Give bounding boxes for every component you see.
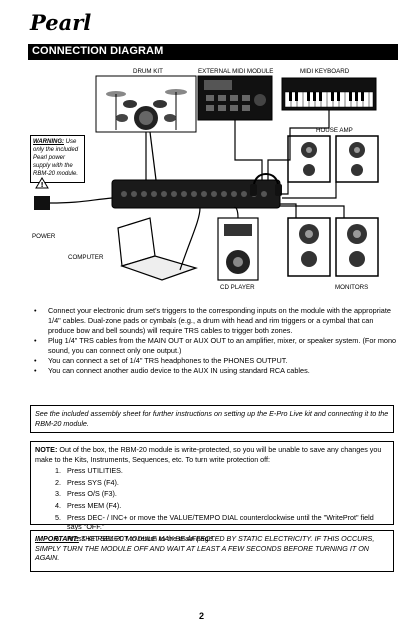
monitor-speakers [287,217,379,277]
warning-title: WARNING: [33,139,64,145]
warning-box: WARNING: Use only the included Pearl pow… [30,135,85,183]
assembly-note-box: See the included assembly sheet for furt… [30,405,394,433]
label-cd-player: CD PLAYER [220,284,255,291]
power-supply-illustration: ! [34,177,113,210]
bullet-item: Plug 1/4" TRS cables from the MAIN OUT o… [34,336,398,356]
warning-text: Use only the included Pearl power supply… [33,139,79,177]
connection-diagram: ! [34,75,379,281]
important-label: IMPORTANT: [35,534,79,543]
bullet-item: Connect your electronic drum set's trigg… [34,306,398,336]
midi-keyboard-illustration [281,77,377,111]
midi-module-illustration [197,75,273,121]
note-label: NOTE: [35,445,58,454]
laptop-illustration [117,207,201,281]
note-text: Out of the box, the RBM-20 module is wri… [35,445,382,464]
cd-player-illustration [217,206,259,281]
step-item: Press MEM (F4). [63,501,389,511]
section-title: CONNECTION DIAGRAM [32,45,164,57]
label-midi-module: EXTERNAL MIDI MODULE [198,68,274,75]
drum-kit-illustration [95,75,197,133]
label-midi-keyboard: MIDI KEYBOARD [300,68,350,75]
label-drum-kit: DRUM KIT [133,68,163,75]
label-house-amp: HOUSE AMP [316,127,353,134]
important-box: IMPORTANT: THE RBM-20 MODULE MAY BE AFFE… [30,530,394,572]
bullet-item: You can connect a set of 1/4" TRS headph… [34,356,398,366]
important-text: THE RBM-20 MODULE MAY BE AFFECTED BY STA… [35,534,375,563]
section-header-bar [28,44,398,60]
note-box: NOTE: Out of the box, the RBM-20 module … [30,441,394,543]
connection-instructions: Connect your electronic drum set's trigg… [28,306,398,376]
page-number: 2 [199,611,205,621]
headphones-illustration [250,173,282,196]
step-item: Press UTILITIES. [63,466,389,476]
label-computer: COMPUTER [68,254,104,261]
step-item: Press DEC- / INC+ or move the VALUE/TEMP… [63,513,389,532]
cables [145,110,345,218]
step-item: Press O/S (F3). [63,489,389,499]
step-item: Press SYS (F4). [63,478,389,488]
pearl-logo: Pearl [30,10,92,35]
house-amp-speakers [287,135,379,183]
assembly-note-text: See the included assembly sheet for furt… [35,409,389,428]
label-monitors: MONITORS [335,284,369,291]
svg-text:!: ! [41,181,44,189]
label-power: POWER [32,233,56,240]
write-protection-steps: Press UTILITIES. Press SYS (F4). Press O… [35,466,389,543]
step-item: Press KIT SELECT to return to the main p… [63,534,389,544]
bullet-item: You can connect another audio device to … [34,366,398,376]
